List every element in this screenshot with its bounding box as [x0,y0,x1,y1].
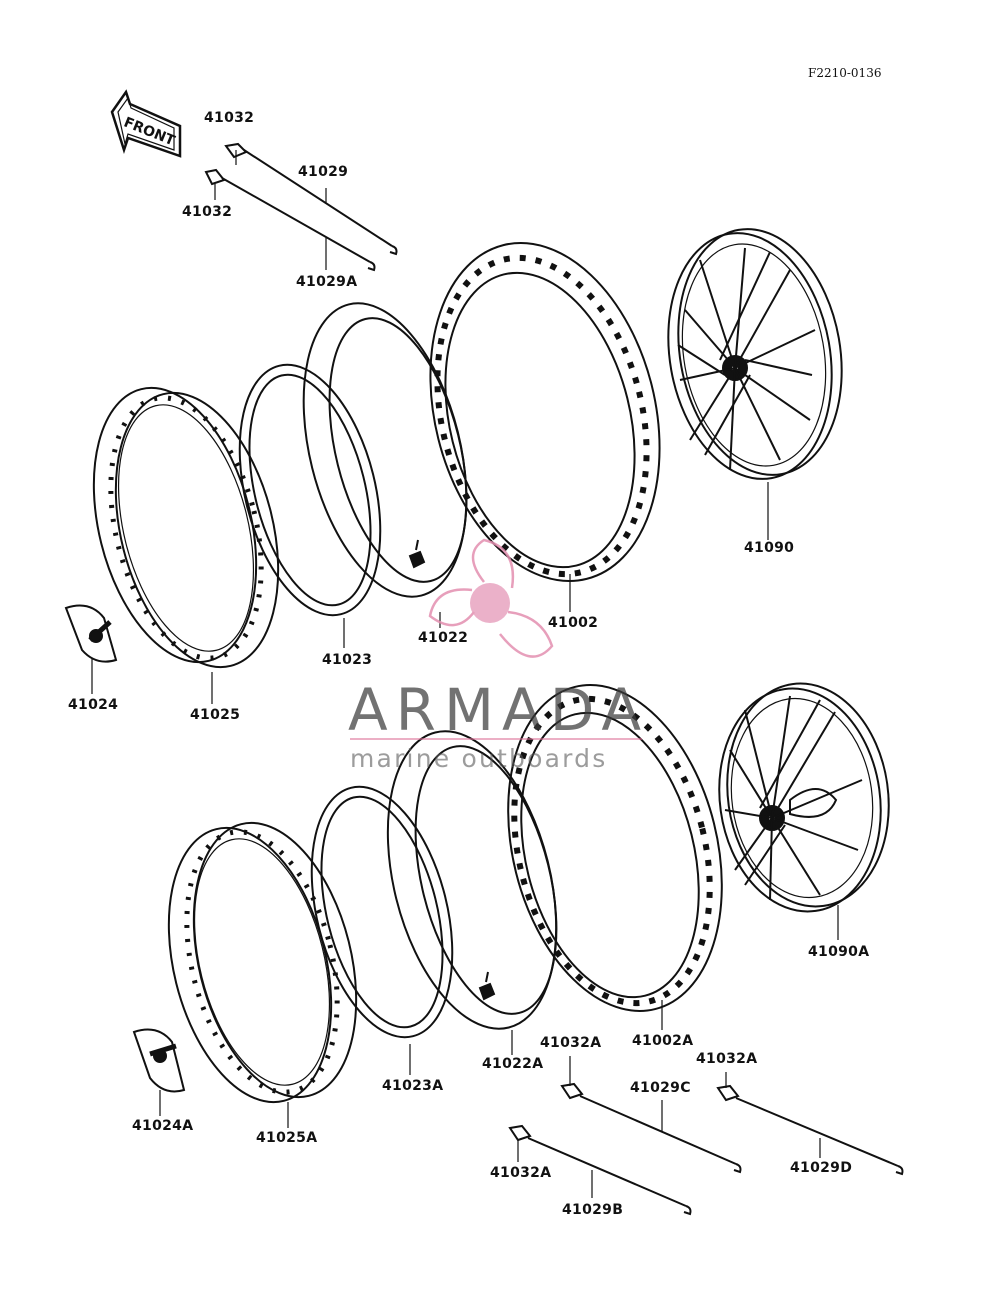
front-arrow-icon: FRONT [110,89,182,158]
tire-41002A [507,684,723,1012]
label-41025: 41025 [190,707,241,723]
spoke-41029B [508,1124,692,1216]
label-41029A: 41029A [296,274,358,290]
armada-logo-icon [428,538,554,658]
rim-band-41023A [310,785,454,1039]
label-41029D: 41029D [790,1160,853,1176]
rim-lock-41024 [64,604,118,663]
wheel-assembly-41090A [718,682,890,913]
wheel-assembly-41090 [667,228,843,480]
label-41032-top: 41032 [204,110,255,126]
spoke-41029C [560,1056,742,1174]
spoke-41029D [716,1072,904,1176]
label-41032A-bottom: 41032A [490,1165,552,1181]
label-41023: 41023 [322,652,373,668]
rim-41025 [92,386,280,669]
label-41024A: 41024A [132,1118,194,1134]
watermark-underline [350,738,642,740]
spoke-41029 [224,142,398,256]
inner-tube-41022A [386,730,558,1030]
label-41029C: 41029C [630,1080,691,1096]
rim-band-41023 [238,363,382,617]
label-41032-lower: 41032 [182,204,233,220]
label-41023A: 41023A [382,1078,444,1094]
label-41002A: 41002A [632,1033,694,1049]
label-41090: 41090 [744,540,795,556]
inner-tube-41022 [302,302,468,598]
label-41090A: 41090A [808,944,870,960]
label-41029: 41029 [298,164,349,180]
label-41002: 41002 [548,615,599,631]
label-41024: 41024 [68,697,119,713]
tire-41002 [429,242,661,582]
watermark-brand: ARMADA [348,676,650,744]
label-41022: 41022 [418,630,469,646]
watermark-tagline: marine outboards [350,744,608,773]
label-41032A-left: 41032A [540,1035,602,1051]
spoke-41029A [204,168,376,272]
label-41022A: 41022A [482,1056,544,1072]
rim-lock-41024A [132,1028,186,1093]
label-41025A: 41025A [256,1130,318,1146]
label-41029B: 41029B [562,1202,624,1218]
label-41032A-right: 41032A [696,1051,758,1067]
figure-code: F2210-0136 [808,66,882,80]
